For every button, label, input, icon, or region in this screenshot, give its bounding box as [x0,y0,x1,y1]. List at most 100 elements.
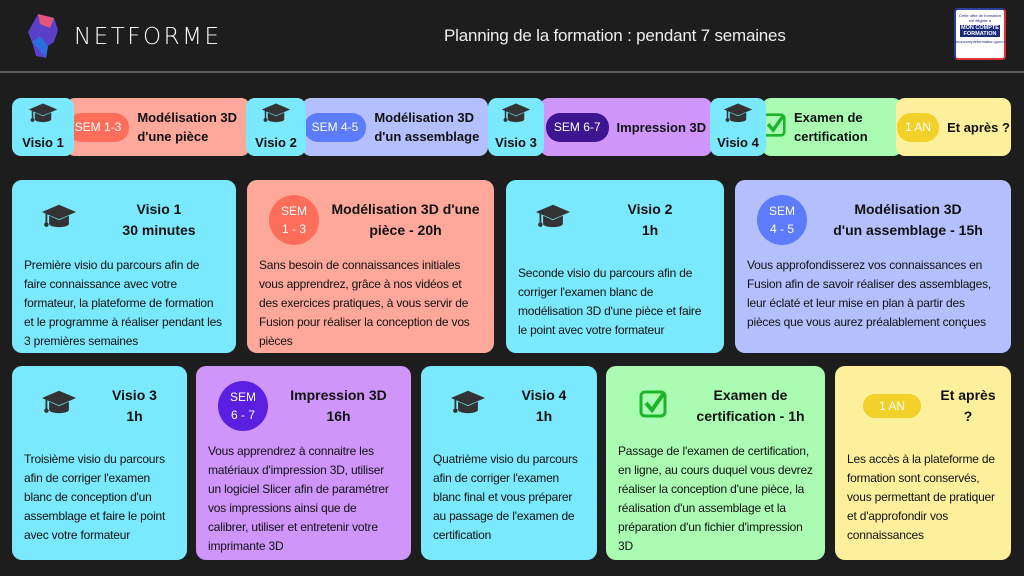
week-badge-line: 4 - 5 [769,222,794,236]
timeline-pill: 1 AN [897,112,940,142]
card-title-line2: 1h [641,222,659,238]
card-description: Sans besoin de connaissances initiales v… [259,258,470,348]
card-title: Visio 1 30 minutes [94,199,224,241]
graduation-cap-icon [41,389,77,423]
week-badge-line: 1 - 3 [281,222,306,236]
card-title-line1: Visio 4 [521,387,567,403]
card-4: SEM 4 - 5 Modélisation 3D d'un assemblage -… [735,180,1011,353]
card-title: Examen de certification - 1h [688,385,813,427]
card-icon-wrap [24,203,94,237]
card-header: Visio 2 1h [518,190,712,250]
week-badge-line: SEM [768,204,795,218]
card-title-line1: Et après ? [940,387,996,424]
week-badge-line: 6 - 7 [230,408,255,422]
timeline-label: Visio 3 [495,135,537,150]
week-badge: SEM 1 - 3 [269,195,319,245]
card-title-line1: Examen de [713,387,788,403]
card-title-line1: Impression 3D [290,387,387,403]
card-description: Vous apprendrez à connaitre les matériau… [208,444,389,553]
card-title: Et après ? [937,385,999,427]
week-badge: SEM 4 - 5 [757,195,807,245]
card-title-line1: Visio 1 [136,201,182,217]
card-title-line2: d'un assemblage - 15h [833,222,983,238]
timeline-visio-2[interactable]: Visio 2 [246,98,306,156]
timeline-label: Visio 4 [717,135,759,150]
card-header: SEM 4 - 5 Modélisation 3D d'un assemblage -… [747,190,999,250]
card-title-line1: Modélisation 3D d'une [331,201,480,217]
card-header: SEM 6 - 7 Impression 3D 16h [208,376,399,436]
card-icon-wrap [618,390,688,423]
card-title-line2: 16h [326,408,351,424]
card-title-line2: pièce - 20h [369,222,442,238]
card-description: Passage de l'examen de certification, en… [618,444,813,553]
timeline-label: Visio 1 [22,135,64,150]
graduation-cap-icon [41,203,77,237]
card-description: Première visio du parcours afin de faire… [24,258,222,348]
cpf-text: Cette offre de formation est éligible à [959,13,1001,23]
duration-pill: 1 AN [862,394,921,418]
card-description: Quatrième visio du parcours afin de corr… [433,452,578,542]
timeline-pill: SEM 1-3 [66,112,130,142]
card-title-line2: certification - 1h [696,408,805,424]
card-icon-wrap [518,203,588,237]
mon-compte-formation-badge[interactable]: Cette offre de formation est éligible à … [954,8,1007,60]
page-title: Planning de la formation : pendant 7 sem… [444,26,786,45]
week-badge-line: SEM [229,390,256,404]
timeline-visio-1[interactable]: Visio 1 [12,98,74,156]
card-header: 1 AN Et après ? [847,376,999,436]
card-title: Modélisation 3D d'une pièce - 20h [329,199,482,241]
timeline-label: Impression 3D [616,119,707,135]
card-title-line2: 1h [535,408,553,424]
card-description: Les accès à la plateforme de formation s… [847,452,995,542]
card-title: Modélisation 3D d'un assemblage - 15h [817,199,999,241]
card-title: Visio 4 1h [503,385,585,427]
card-icon-wrap: 1 AN [847,394,937,418]
cpf-logo: MON COMPTE FORMATION [960,25,1000,37]
card-icon-wrap: SEM 6 - 7 [208,381,278,431]
card-title-line1: Modélisation 3D [854,201,962,217]
card-9: 1 AN Et après ? Les accès à la plateforme … [835,366,1011,560]
card-header: SEM 1 - 3 Modélisation 3D d'une pièce - 20h [259,190,482,250]
timeline-label: Visio 2 [255,135,297,150]
card-description: Vous approfondisserez vos connaissances … [747,258,992,329]
card-title: Impression 3D 16h [278,385,399,427]
card-icon-wrap [24,389,94,423]
graduation-cap-icon [501,102,531,131]
graduation-cap-icon [261,102,291,131]
card-title-line2: 30 minutes [122,222,196,238]
timeline-segment-7[interactable]: Examen de certification [762,98,902,156]
graduation-cap-icon [535,203,571,237]
card-icon-wrap: SEM 4 - 5 [747,195,817,245]
card-title: Visio 2 1h [588,199,712,241]
card-2: SEM 1 - 3 Modélisation 3D d'une pièce - 20h… [247,180,494,353]
timeline-pill: SEM 4-5 [303,112,367,142]
graduation-cap-icon [28,102,58,131]
checkbox-icon [639,390,667,423]
cpf-url: moncompteformation.gouv.fr [956,39,1007,44]
timeline-visio-3[interactable]: Visio 3 [488,98,544,156]
card-title-line1: Visio 3 [112,387,157,403]
graduation-cap-icon [450,389,486,423]
week-badge-line: SEM [280,204,307,218]
timeline-label: Modélisation 3D d'un assemblage [374,110,480,144]
card-icon-wrap [433,389,503,423]
timeline-visio-4[interactable]: Visio 4 [710,98,766,156]
card-icon-wrap: SEM 1 - 3 [259,195,329,245]
timeline-label: Modélisation 3D d'une pièce [137,110,238,144]
card-title-line1: Visio 2 [627,201,673,217]
brand-name: NETFORME [74,24,222,50]
header-divider [0,71,1024,73]
week-badge: SEM 6 - 7 [218,381,268,431]
netforme-logo [28,14,58,58]
